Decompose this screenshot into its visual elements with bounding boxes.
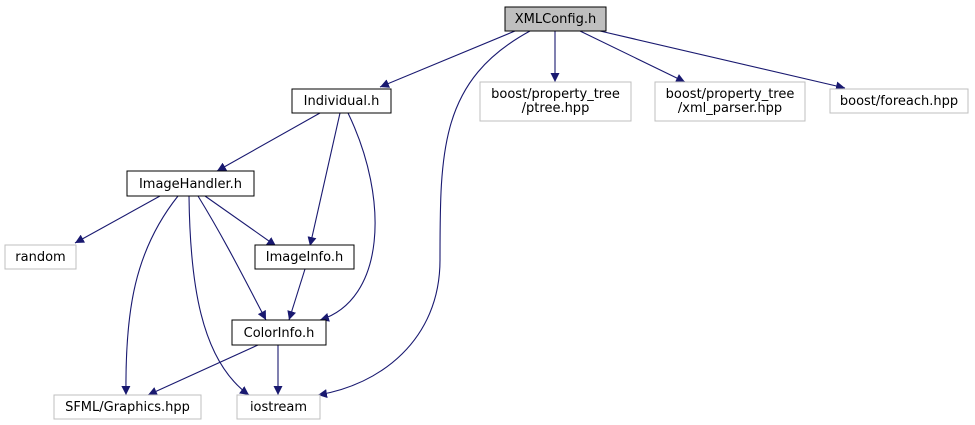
node-imagehandler[interactable]: ImageHandler.h	[126, 170, 255, 197]
node-individual[interactable]: Individual.h	[291, 88, 392, 114]
node-label-colorinfo: ColorInfo.h	[244, 326, 315, 341]
edge-individual-to-imageinfo	[307, 112, 341, 247]
node-sfml-graphics[interactable]: SFML/Graphics.hpp	[53, 394, 202, 420]
node-label-imagehandler: ImageHandler.h	[139, 177, 242, 192]
edge-imageinfo-to-colorinfo	[287, 268, 306, 321]
edge-xmlconfig-to-individual	[379, 30, 516, 88]
node-label-line: /ptree.hpp	[522, 101, 590, 116]
nodes: XMLConfig.h Individual.h boost/property_…	[4, 6, 969, 420]
node-label-individual: Individual.h	[304, 94, 380, 109]
node-label-line: ImageHandler.h	[139, 177, 242, 192]
node-label-xml-parser: boost/property_tree/xml_parser.hpp	[666, 87, 795, 116]
node-label-line: random	[15, 250, 65, 265]
node-label-line: boost/property_tree	[491, 87, 620, 102]
node-label-line: ImageInfo.h	[266, 250, 343, 265]
edge-imagehandler-to-sfml	[121, 195, 179, 396]
node-label-iostream: iostream	[250, 400, 307, 415]
edge-colorinfo-to-sfml	[147, 344, 259, 396]
node-label-line: Individual.h	[304, 94, 380, 109]
edge-xmlconfig-to-iostream	[317, 30, 531, 399]
node-label-line: boost/property_tree	[666, 87, 795, 102]
edge-imagehandler-to-random	[74, 195, 161, 244]
node-label-line: XMLConfig.h	[515, 12, 596, 27]
node-colorinfo[interactable]: ColorInfo.h	[231, 319, 327, 346]
edge-xmlconfig-to-xml-parser	[579, 30, 686, 83]
node-imageinfo[interactable]: ImageInfo.h	[254, 244, 355, 270]
node-label-line: /xml_parser.hpp	[678, 101, 782, 116]
edge-imagehandler-to-imageinfo	[204, 195, 277, 247]
node-label-sfml-graphics: SFML/Graphics.hpp	[65, 400, 190, 415]
edge-individual-to-imagehandler	[216, 112, 321, 172]
node-random[interactable]: random	[4, 244, 77, 270]
node-xmlconfig[interactable]: XMLConfig.h	[504, 6, 607, 32]
node-label-imageinfo: ImageInfo.h	[266, 250, 343, 265]
edge-imagehandler-to-colorinfo	[197, 195, 267, 321]
edges	[74, 30, 846, 399]
node-label-xmlconfig: XMLConfig.h	[515, 12, 596, 27]
node-label-ptree: boost/property_tree/ptree.hpp	[491, 87, 620, 116]
node-label-line: ColorInfo.h	[244, 326, 315, 341]
edge-xmlconfig-to-foreach	[599, 30, 846, 91]
node-label-foreach: boost/foreach.hpp	[840, 94, 958, 109]
node-ptree[interactable]: boost/property_tree/ptree.hpp	[479, 81, 632, 122]
node-xml-parser[interactable]: boost/property_tree/xml_parser.hpp	[654, 81, 806, 122]
node-label-line: SFML/Graphics.hpp	[65, 400, 190, 415]
node-label-random: random	[15, 250, 65, 265]
node-foreach[interactable]: boost/foreach.hpp	[829, 88, 969, 114]
node-label-line: boost/foreach.hpp	[840, 94, 958, 109]
node-label-line: iostream	[250, 400, 307, 415]
edge-individual-to-colorinfo	[319, 112, 376, 322]
node-iostream[interactable]: iostream	[236, 394, 321, 420]
edge-imagehandler-to-iostream	[188, 195, 250, 396]
